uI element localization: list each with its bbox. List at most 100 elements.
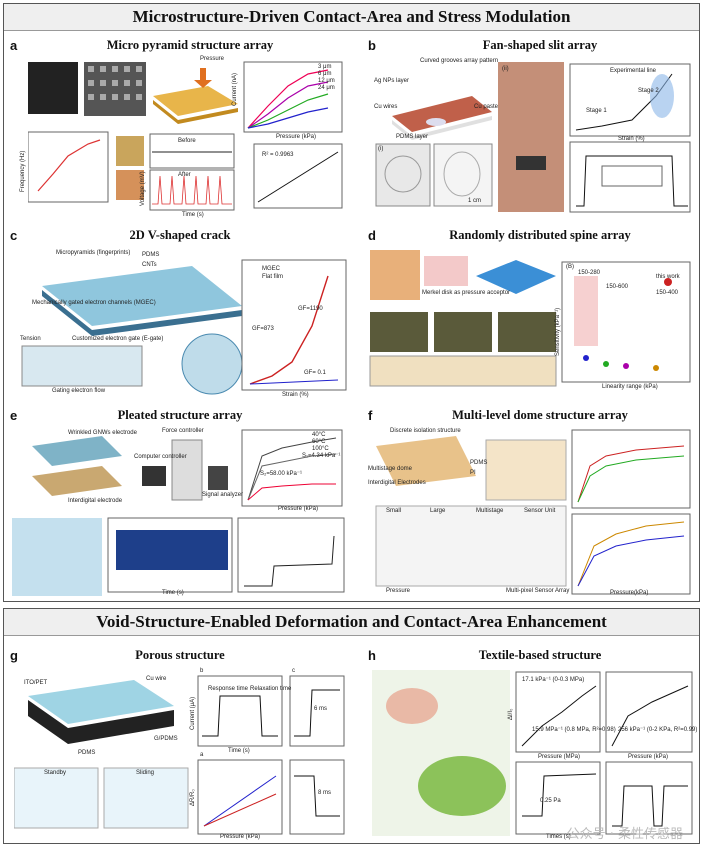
label-time: Time (s) <box>228 748 250 754</box>
label-interdigital: Interdigital Electrodes <box>368 480 426 486</box>
label-gating: Gating electron flow <box>52 388 106 394</box>
label-pdms: PDMS <box>470 460 488 466</box>
section-void-structure: Void-Structure-Enabled Deformation and C… <box>3 608 700 844</box>
label-cu-wires: Cu wires <box>374 104 398 110</box>
interdigital-electrode <box>32 466 122 496</box>
panel-letter: a <box>10 38 18 53</box>
label-current: Current (μA) <box>190 696 196 730</box>
legend-3um: 3 μm <box>318 64 332 70</box>
label-pdms: PDMS <box>142 252 160 258</box>
label-pressure: Pressure (kPa) <box>220 834 261 840</box>
label-voltage: Voltage (mV) <box>140 171 146 206</box>
response-time-chart <box>289 675 345 747</box>
panel-letter: h <box>368 648 376 663</box>
panel-a-figure: Pressure Current (nA) Pressure (kPa) Fre… <box>20 56 346 220</box>
label-frequency: Frequency (Hz) <box>20 150 26 192</box>
label-stage-2: Stage 2 <box>638 88 659 94</box>
pyramid-device-illustration <box>153 86 238 116</box>
label-stage-1: Stage 1 <box>586 108 607 114</box>
pressure-arrow-icon <box>194 68 212 88</box>
label-pressure: Pressure (kPa) <box>278 506 319 512</box>
pleated-structure-schematic <box>12 518 102 596</box>
label-g-pdms: G/PDMS <box>154 736 178 742</box>
wrinkled-electrode <box>32 436 122 466</box>
label-standby: Standby <box>44 770 67 776</box>
label-experimental-line: Experimental line <box>610 68 657 74</box>
label-relaxation: Relaxation time <box>250 686 292 692</box>
panel-letter: c <box>10 228 18 243</box>
legend-100c: 100°C <box>312 446 329 452</box>
watermark: 公众号 · 柔性传感器 <box>566 827 683 842</box>
linear-fit-chart <box>253 143 343 209</box>
legend-flat-film: Flat film <box>262 274 283 280</box>
panel-title: Micro pyramid structure array <box>106 38 274 52</box>
label-multistage: Multistage <box>476 508 504 514</box>
label-response: Response time <box>208 686 249 692</box>
label-cu-paste: Cu paste <box>474 104 499 110</box>
label-signal: Signal analyzer <box>202 492 244 498</box>
panel-title: Textile-based structure <box>478 648 602 662</box>
section-title: Void-Structure-Enabled Deformation and C… <box>4 609 699 636</box>
section-microstructure: Microstructure-Driven Contact-Area and S… <box>3 3 700 602</box>
label-linearity: Linearity range (kPa) <box>602 384 658 390</box>
sliding-schematic <box>103 767 189 829</box>
label-pdms: PDMS <box>78 750 96 756</box>
label-cnts: CNTs <box>142 262 157 268</box>
label-this-work: this work <box>656 274 680 280</box>
label-cu-wire: Cu wire <box>146 676 167 682</box>
label-ito-pet: ITO/PET <box>24 680 48 686</box>
black-glove-photo <box>28 62 78 114</box>
label-6ms: 6 ms <box>314 706 328 712</box>
label-256: 256 kPa⁻¹ (0-2 KPa, R²=0.99) <box>618 727 698 733</box>
label-pressure: Pressure <box>200 56 225 62</box>
label-1cm: 1 cm <box>468 198 482 204</box>
sensitivity-curve-chart <box>241 429 343 507</box>
label-150-280: 150-280 <box>578 270 601 276</box>
panel-f-graphics <box>375 429 691 595</box>
panel-g-graphics <box>13 675 345 835</box>
label-gf-873: GF=873 <box>252 326 274 332</box>
label-computer: Computer controller <box>134 454 187 460</box>
panel-title: Randomly distributed spine array <box>449 228 631 242</box>
gf-chart <box>241 259 347 391</box>
slit-device-illustration <box>392 96 492 132</box>
section-title: Microstructure-Driven Contact-Area and S… <box>4 4 699 31</box>
panel-letter: f <box>368 408 373 423</box>
frequency-chart <box>27 131 109 203</box>
panel-e-graphics <box>12 429 345 596</box>
label-159: 15.9 MPa⁻¹ (0.8 MPa, R²=0.98) <box>532 727 616 733</box>
label-multi-pixel: Multi-pixel Sensor Array <box>506 588 570 594</box>
label-8ms: 8 ms <box>318 790 332 796</box>
panel-title: Porous structure <box>135 648 225 662</box>
photo-after <box>116 170 144 200</box>
label-sensitivity: Sensitivity (kPa⁻¹) <box>555 307 561 356</box>
label-interdigital: Interdigital electrode <box>68 498 123 504</box>
panel-title: Pleated structure array <box>117 408 243 422</box>
current-pressure-chart <box>243 61 343 133</box>
label-150-600: 150-600 <box>606 284 629 290</box>
label-sensor-unit: Sensor Unit <box>524 508 556 514</box>
label-ii: (ii) <box>502 66 509 72</box>
panel-letter: e <box>10 408 18 423</box>
label-delta-r: ΔR/R₀ <box>190 789 196 806</box>
label-pressure-mpa: Pressure (MPa) <box>538 754 581 760</box>
label-delta-i: ΔI/I₀ <box>508 708 514 721</box>
label-gf-01: GF= 0.1 <box>304 370 326 376</box>
label-gf-1190: GF=1190 <box>298 306 323 312</box>
label-after: After <box>178 172 191 178</box>
label-time: Time (s) <box>162 590 184 596</box>
panel-b-figure: Curved grooves array pattern Ag NPs laye… <box>372 56 694 220</box>
panel-letter: b <box>368 38 376 53</box>
standby-schematic <box>13 767 99 829</box>
legend-60c: 60°C <box>312 439 326 445</box>
label-s1: S₁=4.34 kPa⁻¹ <box>302 453 341 459</box>
panel-c-graphics <box>21 259 347 395</box>
cyclic-response-chart <box>605 761 693 835</box>
label-sliding: Sliding <box>136 770 155 776</box>
panel-title: 2D V-shaped crack <box>129 228 231 242</box>
legend-mgec: MGEC <box>262 266 280 272</box>
pressure-kpa-chart <box>605 671 693 753</box>
skin-layers-illustration <box>370 250 420 300</box>
label-before: Before <box>178 138 196 144</box>
porous-sensor-illustration <box>28 680 174 724</box>
